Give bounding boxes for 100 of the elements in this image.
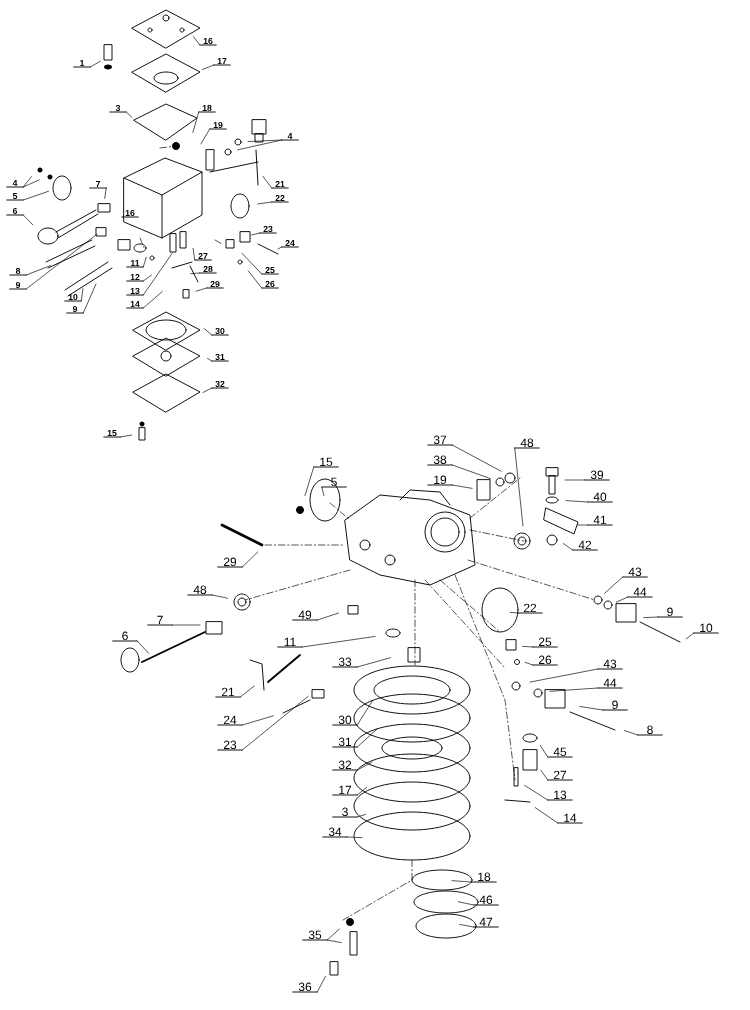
callout-number: 29 <box>206 280 224 289</box>
leader-line <box>356 657 391 668</box>
callout-number: 48 <box>187 585 213 596</box>
leader-line <box>459 924 475 928</box>
leader-line <box>316 976 326 993</box>
callout-number: 15 <box>103 430 121 438</box>
leader-line <box>25 265 51 276</box>
callout-number: 8 <box>9 267 27 276</box>
callout-number: 32 <box>332 760 358 771</box>
leader-line <box>190 272 201 274</box>
callout-number: 23 <box>259 225 277 234</box>
callout-number: 4 <box>6 180 24 188</box>
callout-number: 7 <box>147 615 173 626</box>
callout-number: 47 <box>473 917 499 928</box>
callout-number: 31 <box>211 353 229 362</box>
callout-number: 3 <box>109 104 127 113</box>
leader-line <box>564 479 586 481</box>
callout-number: 21 <box>215 687 241 698</box>
leader-line <box>321 486 325 496</box>
callout-number: 22 <box>517 603 543 614</box>
callout-number: 26 <box>261 280 279 289</box>
leader-line <box>549 687 599 692</box>
callout-number: 29 <box>217 557 243 568</box>
callout-number: 18 <box>471 872 497 883</box>
leader-line <box>89 60 101 68</box>
leader-line <box>316 612 339 621</box>
leader-line <box>202 387 213 393</box>
leader-line <box>565 500 589 503</box>
callout-number: 42 <box>572 540 598 551</box>
callout-number: 5 <box>6 193 24 201</box>
callout-number: 24 <box>281 240 299 248</box>
callout-number: 10 <box>64 293 82 302</box>
callout-number: 14 <box>126 301 144 309</box>
leader-line <box>615 596 629 603</box>
callout-number: 44 <box>627 587 653 598</box>
callout-number: 7 <box>89 181 107 189</box>
leader-line <box>304 466 315 496</box>
callout-number: 11 <box>126 260 144 268</box>
callout-number: 39 <box>584 470 610 481</box>
leader-line <box>200 128 211 145</box>
leader-line <box>241 695 309 751</box>
leader-line <box>529 668 599 683</box>
leader-line <box>192 247 196 261</box>
leader-line <box>22 179 40 188</box>
leader-line <box>562 543 574 551</box>
leader-line <box>451 484 473 489</box>
callout-number: 44 <box>597 678 623 689</box>
callout-number: 9 <box>602 700 628 711</box>
leader-line <box>142 274 152 282</box>
leader-line <box>514 447 524 527</box>
callout-number: 13 <box>126 287 144 296</box>
leader-line <box>643 616 659 618</box>
leader-line <box>577 524 589 526</box>
leader-line <box>22 176 32 188</box>
callout-number: 28 <box>199 265 217 274</box>
leader-line <box>201 64 215 70</box>
leader-line <box>171 624 201 626</box>
leader-line <box>346 836 363 838</box>
callout-number: 38 <box>427 455 453 466</box>
callout-number: 49 <box>292 610 318 621</box>
leader-line <box>22 214 34 226</box>
callout-number: 30 <box>332 715 358 726</box>
callout-number: 27 <box>194 253 212 261</box>
leader-line <box>356 700 373 726</box>
leader-line <box>241 715 274 726</box>
callout-number: 30 <box>211 327 229 336</box>
callout-number: 11 <box>277 637 303 648</box>
leader-line <box>247 270 263 289</box>
callout-number: 45 <box>547 747 573 758</box>
leader-line <box>142 256 147 268</box>
leader-line <box>451 880 473 883</box>
callout-number: 14 <box>557 813 583 824</box>
leader-line <box>195 287 208 292</box>
leader-line <box>624 730 639 736</box>
leader-line <box>193 36 201 46</box>
callout-number: 6 <box>112 631 138 642</box>
callout-number: 31 <box>332 737 358 748</box>
leader-line <box>534 807 559 824</box>
leader-line <box>326 939 342 943</box>
leader-line <box>251 232 261 236</box>
leader-line <box>82 283 97 314</box>
leader-line <box>142 291 163 309</box>
leader-line <box>211 594 228 599</box>
leader-line <box>119 434 133 438</box>
leader-line <box>22 190 49 201</box>
leader-line <box>356 761 373 771</box>
callout-number: 5 <box>321 477 347 488</box>
leader-line <box>522 646 534 648</box>
leader-line <box>125 111 133 118</box>
callout-number: 35 <box>302 930 328 941</box>
callout-number: 32 <box>211 380 229 389</box>
leader-line <box>142 252 173 296</box>
leader-line <box>192 111 200 133</box>
leader-line <box>136 640 150 654</box>
callout-number: 40 <box>587 492 613 503</box>
leader-line <box>579 706 604 711</box>
callout-number: 24 <box>217 715 243 726</box>
callout-number: 15 <box>313 457 339 468</box>
leader-line <box>685 632 695 640</box>
callout-number: 9 <box>66 305 84 314</box>
